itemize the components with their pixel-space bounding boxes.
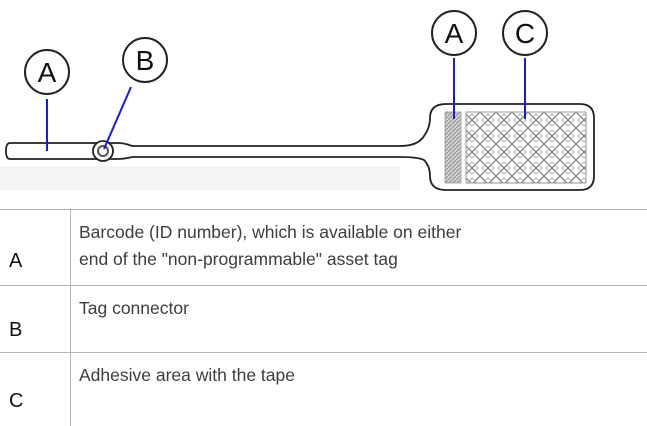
tag-connector-inner — [97, 145, 109, 157]
legend-letter-b: B — [9, 319, 23, 341]
callout-circle-left-a — [24, 49, 70, 95]
callout-label-right-a: A — [445, 18, 464, 49]
legend-table: A Barcode (ID number), which is availabl… — [0, 209, 647, 426]
legend-row-b: B Tag connector — [0, 285, 647, 353]
reflection-band — [0, 166, 400, 190]
callout-label-c: C — [515, 18, 535, 49]
right-barcode-strip — [444, 111, 462, 184]
asset-tag-diagram: A B A C — [0, 10, 595, 191]
callout-line-b — [103, 86, 132, 150]
callout-circle-right-a — [431, 10, 477, 56]
callout-label-b: B — [136, 45, 155, 76]
callout-circle-b — [122, 37, 168, 83]
legend-row-a: A Barcode (ID number), which is availabl… — [0, 209, 647, 286]
legend-row-c: C Adhesive area with the tape — [0, 352, 647, 426]
legend-letter-c: C — [9, 390, 24, 412]
legend-description-a-line2: end of the "non-programmable" asset tag — [79, 249, 398, 269]
legend-letter-a: A — [9, 250, 23, 272]
legend-description-a: Barcode (ID number), which is available … — [71, 210, 647, 286]
callout-label-left-a: A — [38, 57, 57, 88]
adhesive-area — [465, 111, 587, 184]
legend-description-b: Tag connector — [79, 298, 189, 318]
legend-description-c: Adhesive area with the tape — [79, 365, 295, 385]
legend-description-a-line1: Barcode (ID number), which is available … — [79, 222, 462, 242]
callout-circle-c — [502, 10, 548, 56]
